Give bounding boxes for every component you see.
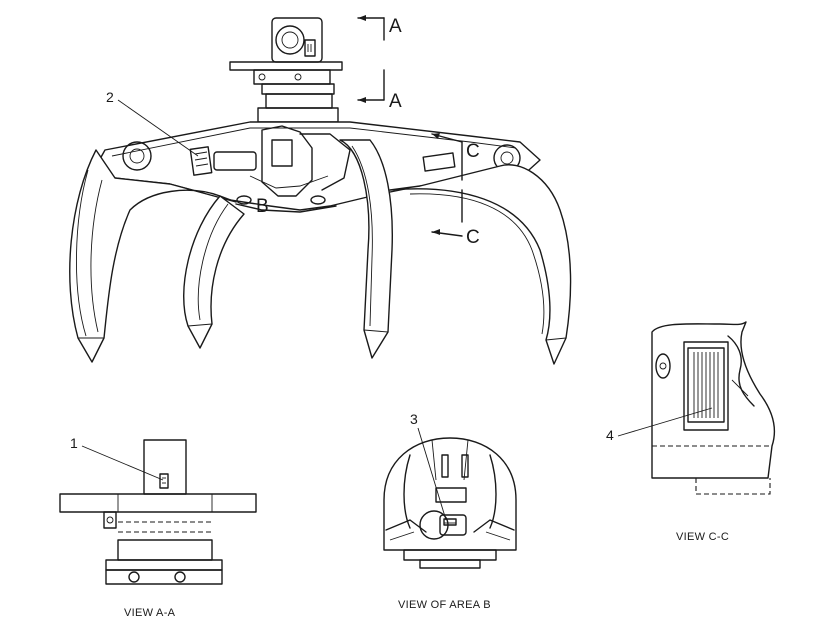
- section-a-bottom-label: A: [389, 91, 402, 112]
- callout-2-number: 2: [106, 89, 114, 105]
- grapple-tines: [69, 139, 572, 365]
- view-c-c: 4 VIEW C-C: [606, 321, 776, 543]
- grapple-main-view: A A C C B 2: [69, 15, 572, 365]
- caption-view-c-c: VIEW C-C: [676, 531, 729, 543]
- section-a-a-marker: A A: [357, 15, 402, 112]
- view-a-a: 1 VIEW A-A: [59, 435, 257, 619]
- area-b-label: B: [256, 196, 269, 217]
- callout-1-number: 1: [70, 435, 78, 451]
- section-c-c-marker: C C: [431, 133, 480, 248]
- section-c-top-label: C: [466, 141, 480, 162]
- callout-3-number: 3: [410, 411, 418, 427]
- caption-view-area-b: VIEW OF AREA B: [398, 599, 491, 611]
- callout-2: 2: [106, 89, 199, 157]
- callout-4-number: 4: [606, 427, 614, 443]
- section-c-bottom-label: C: [466, 227, 480, 248]
- view-area-b: 3 VIEW OF AREA B: [383, 411, 517, 611]
- decal-4-stripes: [693, 352, 719, 418]
- grapple-body: [94, 121, 541, 213]
- section-a-top-label: A: [389, 16, 402, 37]
- caption-view-a-a: VIEW A-A: [124, 607, 176, 619]
- rotator-head: [229, 17, 343, 123]
